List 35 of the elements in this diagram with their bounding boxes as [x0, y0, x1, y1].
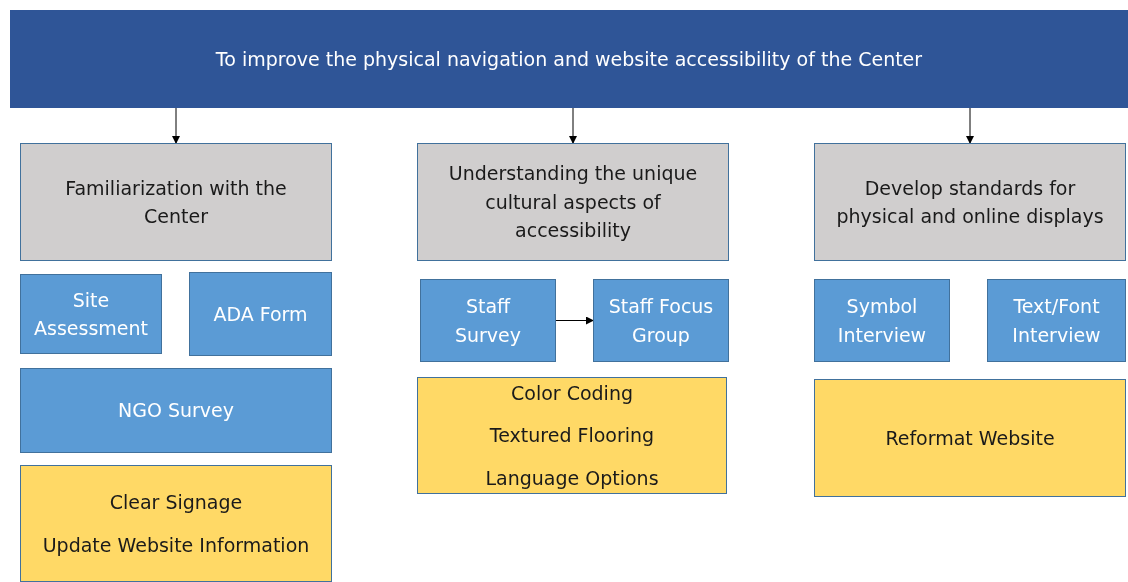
outcome-box — [417, 377, 727, 494]
box-text: Develop standards for physical and online displays — [835, 175, 1105, 229]
activity-box — [814, 279, 950, 362]
arrow — [569, 107, 577, 144]
box-text: Symbol Interview — [836, 294, 928, 348]
box-text: Update Website Information — [42, 532, 310, 558]
activity-box — [20, 368, 332, 453]
box-text: Understanding the unique cultural aspects of accessibility — [447, 161, 699, 244]
box-text: Reformat Website — [885, 425, 1055, 451]
box-text: Site Assessment — [33, 287, 149, 341]
box-text: To improve the physical navigation and website accessibility of the Center — [215, 46, 923, 72]
box-text: ADA Form — [213, 301, 308, 327]
goal-box — [20, 143, 332, 261]
box-text: Textured Flooring — [489, 423, 655, 449]
arrow — [555, 316, 594, 325]
goal-box — [814, 143, 1126, 261]
box-text: Clear Signage — [109, 490, 243, 515]
outcome-box — [20, 465, 332, 582]
activity-box — [987, 279, 1126, 362]
box-text: Language Options — [485, 465, 659, 491]
box-text: Staff Survey — [453, 294, 523, 348]
box-text: Color Coding — [511, 380, 633, 406]
activity-box — [189, 272, 332, 356]
box-text: NGO Survey — [118, 398, 234, 424]
activity-box — [20, 274, 162, 354]
outcome-box — [814, 379, 1126, 497]
arrow — [966, 107, 974, 144]
goal-box — [417, 143, 729, 261]
activity-box — [593, 279, 729, 362]
box-text: Staff Focus Group — [607, 294, 715, 348]
activity-box — [420, 279, 556, 362]
title-banner — [10, 10, 1128, 108]
arrow — [172, 107, 180, 144]
box-text: Familiarization with the Center — [64, 175, 288, 229]
box-text: Text/Font Interview — [1011, 294, 1102, 348]
